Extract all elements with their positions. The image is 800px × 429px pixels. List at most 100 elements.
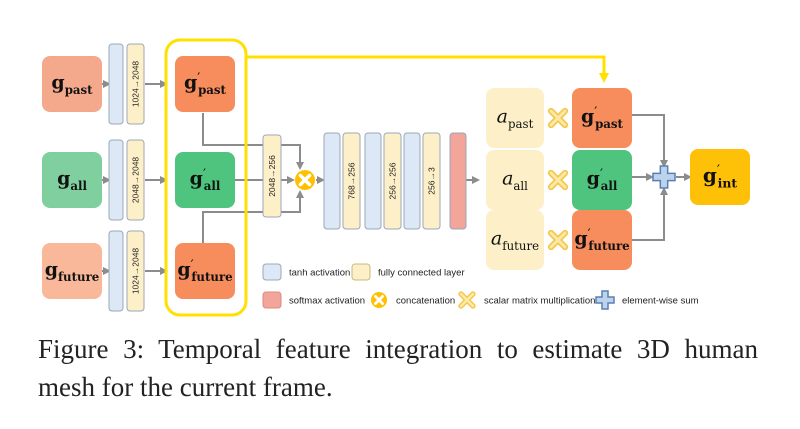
legend-softmax: softmax activation <box>262 291 365 309</box>
weighted-g-all-shape <box>572 150 632 210</box>
arrow-highlight-to-past <box>246 55 609 83</box>
tanh-bar-mlp-1-shape <box>323 132 341 230</box>
legend-scalar: scalar matrix multiplication <box>484 296 595 307</box>
encoded-g-future: g′future <box>175 243 235 299</box>
encoded-g-all: g′all <box>175 152 235 208</box>
concat-symbol-cross <box>298 173 312 187</box>
legend-fc-swatch <box>351 263 371 281</box>
weighted-g-past-shape <box>572 88 632 148</box>
legend-softmax-label: softmax activation <box>289 296 365 307</box>
softmax-bar <box>449 132 467 230</box>
legend-scalar-swatch <box>458 291 476 309</box>
legend-concat-swatch <box>371 292 387 308</box>
weight-a-future-shape <box>486 210 544 270</box>
fc-bar-mlp-2-label: 256→256 <box>388 162 398 199</box>
weighted-g-future-shape <box>572 210 632 270</box>
architecture-diagram: gpastgallgfuture1024→20482048→20481024→2… <box>42 38 750 317</box>
legend-scalar-swatch-inner <box>459 292 475 308</box>
encoded-g-past: g′past <box>175 56 235 112</box>
sum-symbol <box>652 165 676 189</box>
scalar-mult-all <box>547 169 569 191</box>
input-g-all-shape <box>42 152 102 208</box>
weight-a-all-label: aall <box>502 168 528 193</box>
scalar-mult-past <box>547 107 569 129</box>
scalar-mult-future-inner <box>549 231 567 249</box>
input-g-future-label: gfuture <box>45 259 100 284</box>
weight-a-all: aall <box>486 150 544 210</box>
weighted-g-past: g′past <box>572 88 632 148</box>
weight-a-future: afuture <box>486 210 544 270</box>
tanh-bar-mlp-2 <box>364 132 382 230</box>
legend-fc-label: fully connected layer <box>378 268 465 279</box>
fc-bar-mlp-3-label: 256→3 <box>427 167 437 195</box>
fc-bar-mlp-1: 768→256 <box>342 132 361 230</box>
fc-bar-mlp-3: 256→3 <box>422 132 441 230</box>
encoded-g-future-shape <box>175 243 235 299</box>
tanh-bar-all-shape <box>108 139 124 221</box>
input-g-past-shape <box>42 56 102 112</box>
tanh-bar-future <box>108 230 124 312</box>
legend-scalar-label: scalar matrix multiplication <box>484 296 595 307</box>
arrow-future-to-concat <box>202 190 304 243</box>
fc-bar-past-label: 1024→2048 <box>131 61 141 108</box>
weight-a-past: apast <box>486 88 544 148</box>
input-g-past: gpast <box>42 56 102 112</box>
legend-sum: element-wise sum <box>622 296 699 307</box>
weighted-g-all-label: g′all <box>587 167 618 193</box>
tanh-bar-past <box>108 43 124 125</box>
tanh-bar-mlp-1 <box>323 132 341 230</box>
input-g-past-label: gpast <box>51 72 93 97</box>
input-g-future-shape <box>42 243 102 299</box>
arrow-future-to-sum <box>632 187 668 241</box>
legend-sum-swatch <box>595 290 615 310</box>
legend-tanh: tanh activation <box>262 263 350 281</box>
fc-bar-shared-shape <box>262 134 282 218</box>
input-g-all: gall <box>42 152 102 208</box>
legend-concat-label: concatenation <box>396 296 455 307</box>
fc-bar-future: 1024→2048 <box>126 230 145 312</box>
tanh-bar-future-shape <box>108 230 124 312</box>
output-g-int-shape <box>690 149 750 205</box>
fc-bar-shared-label: 2048→256 <box>267 155 277 197</box>
encoded-g-all-shape <box>175 152 235 208</box>
tanh-bar-mlp-3 <box>403 132 421 230</box>
tanh-bar-past-shape <box>108 43 124 125</box>
legend-tanh-swatch <box>262 263 282 281</box>
weighted-g-past-label: g′past <box>581 105 624 131</box>
weight-a-future-label: afuture <box>491 228 539 253</box>
fc-bar-mlp-1-label: 768→256 <box>347 162 357 199</box>
fc-bar-mlp-2-shape <box>383 132 402 230</box>
weighted-g-future-label: g′future <box>574 227 629 253</box>
arrow-past-to-concat <box>202 113 304 170</box>
weighted-g-future: g′future <box>572 210 632 270</box>
legend-sum-label: element-wise sum <box>622 296 699 307</box>
output-g-int-label: g′int <box>703 163 737 190</box>
concat-symbol <box>295 170 315 190</box>
tanh-bar-mlp-3-shape <box>403 132 421 230</box>
weight-a-all-shape <box>486 150 544 210</box>
legend-softmax-swatch <box>262 291 282 309</box>
input-g-future: gfuture <box>42 243 102 299</box>
fc-bar-mlp-3-shape <box>422 132 441 230</box>
highlight-frame <box>164 38 248 317</box>
fc-bar-past: 1024→2048 <box>126 43 145 125</box>
encoded-g-past-label: g′past <box>184 71 227 97</box>
figure-caption: Figure 3: Temporal feature integration t… <box>38 334 758 402</box>
softmax-bar-shape <box>449 132 467 230</box>
tanh-bar-mlp-2-shape <box>364 132 382 230</box>
arrow-past-to-sum <box>632 114 668 168</box>
encoded-g-past-shape <box>175 56 235 112</box>
legend-concat-swatch-cross <box>374 295 384 305</box>
encoded-g-all-label: g′all <box>190 167 221 193</box>
scalar-mult-future <box>547 229 569 251</box>
weight-a-past-label: apast <box>497 106 534 131</box>
scalar-mult-past-inner <box>549 109 567 127</box>
legend-tanh-label: tanh activation <box>289 268 350 279</box>
fc-bar-all-shape <box>126 139 145 221</box>
legend-fc: fully connected layer <box>351 263 465 281</box>
fc-bar-future-shape <box>126 230 145 312</box>
fc-bar-mlp-2: 256→256 <box>383 132 402 230</box>
fc-bar-future-label: 1024→2048 <box>131 248 141 295</box>
input-g-all-label: gall <box>57 168 87 193</box>
